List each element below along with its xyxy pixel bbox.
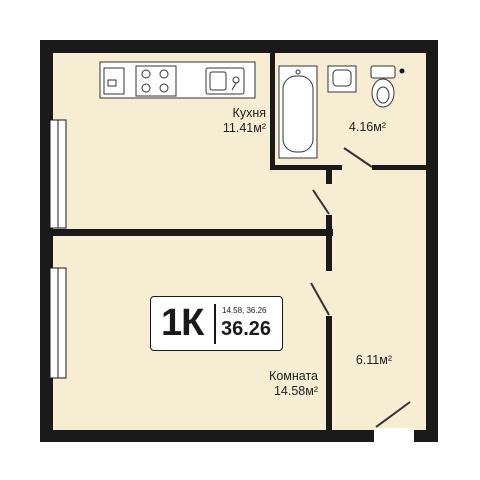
entrance-opening bbox=[374, 428, 414, 444]
kitchen-name: Кухня bbox=[232, 106, 266, 120]
bedroom-label: Комната 14.58м² bbox=[230, 369, 318, 399]
bedroom-area: 14.58м² bbox=[273, 384, 318, 398]
stove-icon bbox=[135, 65, 177, 97]
riser-icon bbox=[399, 68, 405, 74]
bathroom-area: 4.16м² bbox=[348, 120, 386, 134]
badge-areas: 14.58, 36.26 bbox=[222, 306, 267, 315]
wall-hall-upper bbox=[326, 168, 332, 184]
wall-bathroom-bottom-b bbox=[372, 165, 426, 170]
wall-hall-lower bbox=[326, 316, 332, 430]
kitchen-label: Кухня 11.41м² bbox=[186, 106, 266, 136]
kitchen-area: 11.41м² bbox=[222, 121, 266, 135]
fridge-icon bbox=[103, 67, 125, 95]
bathtub-icon bbox=[278, 65, 318, 159]
toilet-icon bbox=[370, 65, 396, 108]
door-bathroom bbox=[343, 147, 373, 168]
apartment-type: 1К bbox=[161, 302, 204, 344]
door-bedroom bbox=[310, 282, 330, 316]
washbasin-icon bbox=[327, 65, 357, 93]
wall-hall-mid bbox=[326, 215, 332, 271]
bathroom-label: 4.16м² bbox=[326, 120, 386, 135]
kitchen-worktop bbox=[99, 61, 256, 99]
badge-divider bbox=[214, 304, 216, 344]
wall-bathroom-left bbox=[270, 53, 275, 170]
door-kitchen bbox=[312, 189, 330, 215]
window-bedroom bbox=[49, 267, 67, 379]
apartment-badge: 1К 14.58, 36.26 36.26 bbox=[150, 296, 283, 351]
wall-kitchen-bedroom bbox=[53, 229, 333, 236]
badge-total-area: 36.26 bbox=[221, 318, 272, 340]
wall-bathroom-bottom-a bbox=[270, 165, 342, 170]
sink-icon bbox=[205, 67, 245, 95]
hall-label: 6.11м² bbox=[336, 353, 392, 368]
bedroom-name: Комната bbox=[269, 369, 318, 383]
floor-area bbox=[53, 53, 426, 430]
door-entrance bbox=[375, 401, 411, 428]
hall-area: 6.11м² bbox=[355, 353, 392, 367]
window-kitchen bbox=[49, 119, 67, 229]
